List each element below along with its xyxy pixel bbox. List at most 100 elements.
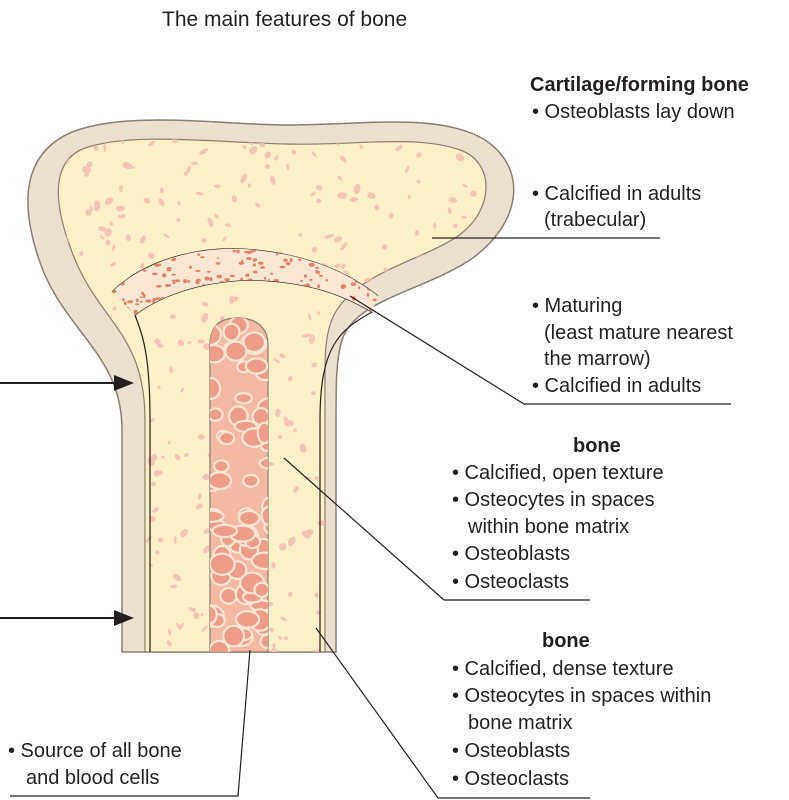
spongy-pore xyxy=(274,408,281,418)
spongy-pore xyxy=(311,151,318,158)
spongy-pore xyxy=(431,355,437,360)
spongy-pore xyxy=(104,197,114,205)
spongy-pore xyxy=(111,244,116,252)
marrow-cell xyxy=(218,431,236,446)
spongy-pore xyxy=(387,632,395,639)
spongy-pore xyxy=(438,481,445,488)
spongy-pore xyxy=(464,291,472,300)
spongy-pore xyxy=(158,198,165,207)
spongy-pore xyxy=(284,636,288,641)
spongy-pore xyxy=(273,358,280,363)
spongy-pore xyxy=(340,242,348,251)
growth-speckle xyxy=(289,258,293,263)
marrow-cell xyxy=(237,509,261,527)
spongy-pore xyxy=(486,249,493,255)
spongy-pore xyxy=(242,145,247,150)
spongy-pore xyxy=(435,483,443,493)
spongy-pore xyxy=(199,148,209,155)
growth-speckle xyxy=(216,274,223,279)
spongy-pore xyxy=(86,161,93,168)
spongy-pore xyxy=(157,385,161,390)
growth-speckle xyxy=(252,263,257,267)
spongy-pore xyxy=(213,213,219,219)
spongy-pore xyxy=(267,461,274,467)
spongy-pore xyxy=(394,645,399,650)
marrow-cell xyxy=(210,604,218,625)
spongy-pore xyxy=(183,453,189,458)
spongy-pore xyxy=(453,626,457,635)
growth-speckle xyxy=(229,274,236,278)
label-cartilage-1: • Osteoblasts lay down xyxy=(532,101,735,123)
spongy-pore xyxy=(280,616,287,622)
spongy-pore xyxy=(405,424,412,431)
spongy-pore xyxy=(200,612,204,617)
spongy-pore xyxy=(447,207,452,214)
growth-speckle xyxy=(252,270,258,274)
spongy-pore xyxy=(201,624,208,633)
spongy-pore xyxy=(147,252,155,259)
spongy-pore xyxy=(269,175,276,185)
spongy-pore xyxy=(317,520,326,526)
marrow-cell xyxy=(213,459,230,474)
spongy-pore xyxy=(364,349,370,354)
spongy-pore xyxy=(187,341,192,344)
spongy-pore xyxy=(286,163,290,171)
growth-speckle xyxy=(142,294,146,298)
spongy-pore xyxy=(264,151,271,159)
growth-speckle xyxy=(350,282,357,287)
spongy-pore xyxy=(195,191,204,196)
marrow-cell xyxy=(224,340,248,362)
marrow-cell xyxy=(210,323,223,347)
growth-speckle xyxy=(317,284,320,289)
growth-speckle xyxy=(183,279,187,284)
spongy-pore xyxy=(249,145,258,155)
spongy-pore xyxy=(247,183,251,188)
spongy-pore xyxy=(93,145,99,151)
growth-speckle xyxy=(325,279,328,282)
spongy-pore xyxy=(113,587,118,593)
growth-speckle xyxy=(206,270,211,273)
spongy-pore xyxy=(428,359,434,364)
spongy-pore xyxy=(48,298,54,305)
growth-speckle xyxy=(283,258,288,262)
spongy-pore xyxy=(391,356,400,363)
label-compact-4: • Osteoblasts xyxy=(452,740,570,762)
spongy-pore xyxy=(388,212,394,219)
spongy-pore xyxy=(202,545,211,554)
growth-speckle xyxy=(127,300,134,304)
spongy-pore xyxy=(166,640,172,647)
spongy-pore xyxy=(157,537,164,543)
growth-speckle xyxy=(135,303,140,306)
marrow-cell xyxy=(210,509,225,523)
spongy-pore xyxy=(152,507,160,513)
spongy-pore xyxy=(109,221,114,226)
growth-speckle xyxy=(171,273,176,276)
spongy-pore xyxy=(207,217,214,228)
spongy-pore xyxy=(98,386,104,395)
spongy-pore xyxy=(375,517,379,523)
spongy-pore xyxy=(314,592,319,598)
spongy-pore xyxy=(118,184,124,193)
growth-speckle xyxy=(152,299,155,304)
spongy-pore xyxy=(224,223,231,227)
spongy-pore xyxy=(348,459,357,464)
spongy-pore xyxy=(467,303,473,310)
spongy-pore xyxy=(112,306,117,311)
marrow-cell xyxy=(253,581,268,598)
growth-speckle xyxy=(166,269,172,272)
spongy-pore xyxy=(105,239,111,246)
spongy-pore xyxy=(379,507,386,514)
spongy-pore xyxy=(308,312,312,321)
spongy-pore xyxy=(446,547,451,553)
marrow-cell xyxy=(234,610,261,629)
spongy-pore xyxy=(68,529,73,536)
growth-speckle xyxy=(366,293,370,297)
label-compact-heading: bone xyxy=(542,630,590,652)
label-compact-3: bone matrix xyxy=(468,712,573,734)
spongy-pore xyxy=(382,472,386,477)
spongy-pore xyxy=(349,197,359,203)
spongy-pore xyxy=(58,411,64,419)
spongy-pore xyxy=(109,262,117,267)
spongy-pore xyxy=(447,415,458,423)
marrow-cell xyxy=(242,473,260,488)
